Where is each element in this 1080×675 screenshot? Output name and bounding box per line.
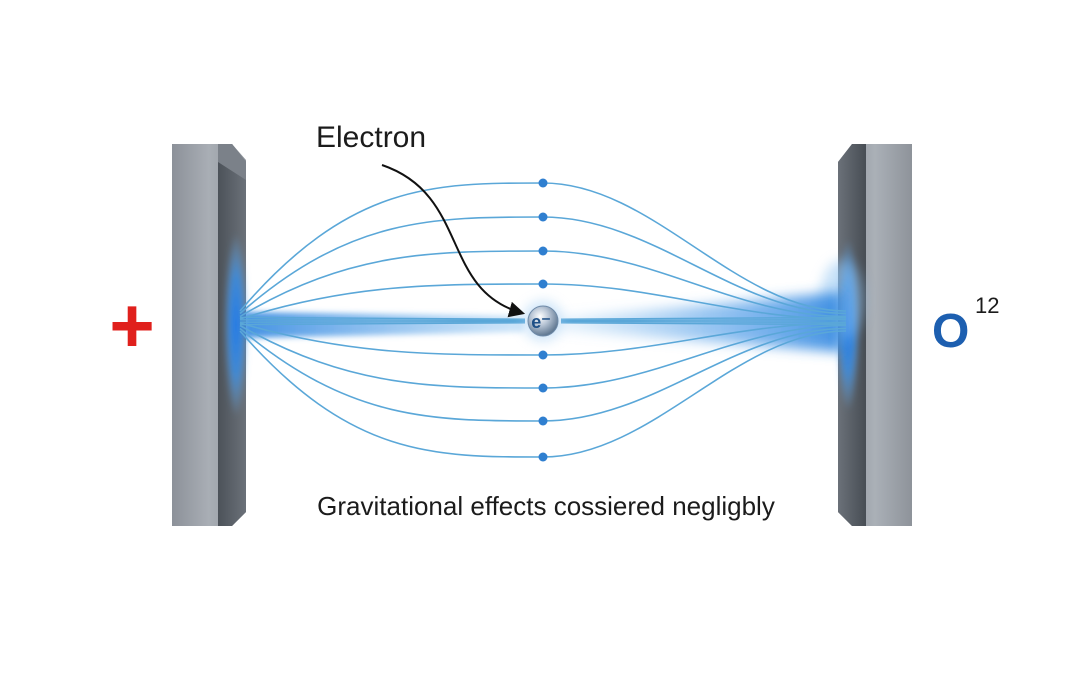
field-line-central (239, 322, 847, 326)
field-dot (538, 178, 548, 188)
right-charge-label: O 12 (932, 293, 999, 358)
field-dot (538, 383, 548, 393)
field-line-central (239, 320, 847, 323)
field-dot (538, 416, 548, 426)
field-line-central (239, 319, 847, 322)
field-dot (538, 246, 548, 256)
left-plate-glow (224, 233, 248, 417)
right-charge-symbol: O (932, 305, 969, 358)
field-dot (538, 279, 548, 289)
electron-label: Electron (316, 121, 426, 154)
field-line-central (239, 316, 847, 320)
field-dot (538, 350, 548, 360)
electron-particle: e⁻ (523, 301, 563, 341)
electron-pointer-arrow (381, 164, 526, 318)
field-line (239, 330, 847, 458)
positive-charge-sign: + (109, 281, 155, 369)
field-dot (538, 452, 548, 462)
field-dot (538, 212, 548, 222)
electron-symbol: e⁻ (531, 312, 551, 332)
field-dots (538, 178, 548, 462)
right-charge-superscript: 12 (975, 293, 999, 318)
field-line (239, 216, 847, 315)
caption: Gravitational effects cossiered negligbl… (317, 491, 775, 521)
